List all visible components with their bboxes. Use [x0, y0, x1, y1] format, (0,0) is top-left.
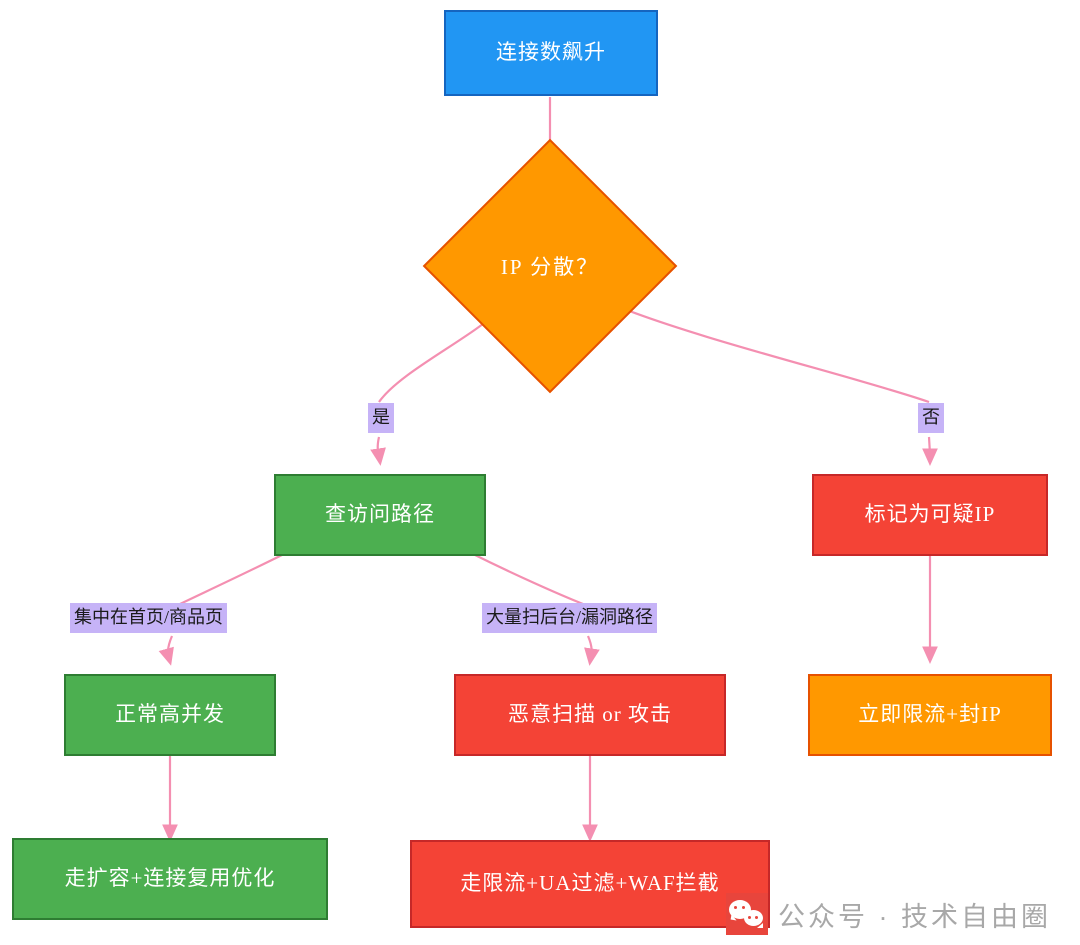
edge-label-scan-backend-vuln: 大量扫后台/漏洞路径: [482, 603, 658, 633]
node-normal-high-concurrency[interactable]: 正常高并发: [64, 674, 276, 756]
edge-path-to-attack-tail: [584, 635, 600, 666]
edge-path-to-normal: [179, 552, 287, 605]
edge-label-text: 大量扫后台/漏洞路径: [486, 607, 654, 627]
node-label: 走限流+UA过滤+WAF拦截: [460, 871, 720, 896]
node-connection-spike[interactable]: 连接数飙升: [444, 10, 658, 96]
node-scale-out-connection-reuse[interactable]: 走扩容+连接复用优化: [12, 838, 328, 920]
edge-path-to-normal-tail: [158, 635, 174, 666]
watermark: 公众号 · 技术自由圈: [726, 893, 1051, 935]
node-label: 正常高并发: [115, 702, 225, 727]
edge-label-homepage-product: 集中在首页/商品页: [70, 603, 228, 633]
node-ratelimit-ua-filter-waf[interactable]: 走限流+UA过滤+WAF拦截: [410, 840, 770, 928]
edge-decision-to-suspect-tail: [922, 436, 938, 466]
node-check-access-path[interactable]: 查访问路径: [274, 474, 486, 556]
node-immediate-ratelimit-ban-ip[interactable]: 立即限流+封IP: [808, 674, 1052, 756]
edge-label-text: 是: [372, 407, 390, 427]
node-label: IP 分散？: [500, 255, 600, 279]
edge-decision-to-suspect: [613, 303, 930, 404]
watermark-text: 公众号 · 技术自由圈: [778, 901, 1051, 932]
node-label: 连接数飙升: [496, 40, 606, 65]
edge-label-no: 否: [918, 403, 944, 433]
edge-label-text: 集中在首页/商品页: [74, 607, 224, 627]
wechat-icon: [726, 893, 768, 935]
node-mark-suspicious-ip[interactable]: 标记为可疑IP: [812, 474, 1048, 556]
edge-label-text: 否: [922, 407, 940, 427]
edge-decision-to-path-tail: [370, 436, 386, 466]
node-malicious-scan-or-attack[interactable]: 恶意扫描 or 攻击: [454, 674, 726, 756]
node-ip-dispersed-decision[interactable]: IP 分散？: [422, 138, 678, 394]
node-label: 走扩容+连接复用优化: [64, 866, 276, 891]
node-label: 立即限流+封IP: [858, 702, 1002, 727]
node-label: 恶意扫描 or 攻击: [508, 702, 672, 727]
node-label: 标记为可疑IP: [864, 502, 996, 527]
edge-path-to-attack: [470, 552, 584, 606]
edge-label-yes: 是: [368, 403, 394, 433]
node-label: 查访问路径: [325, 502, 435, 527]
